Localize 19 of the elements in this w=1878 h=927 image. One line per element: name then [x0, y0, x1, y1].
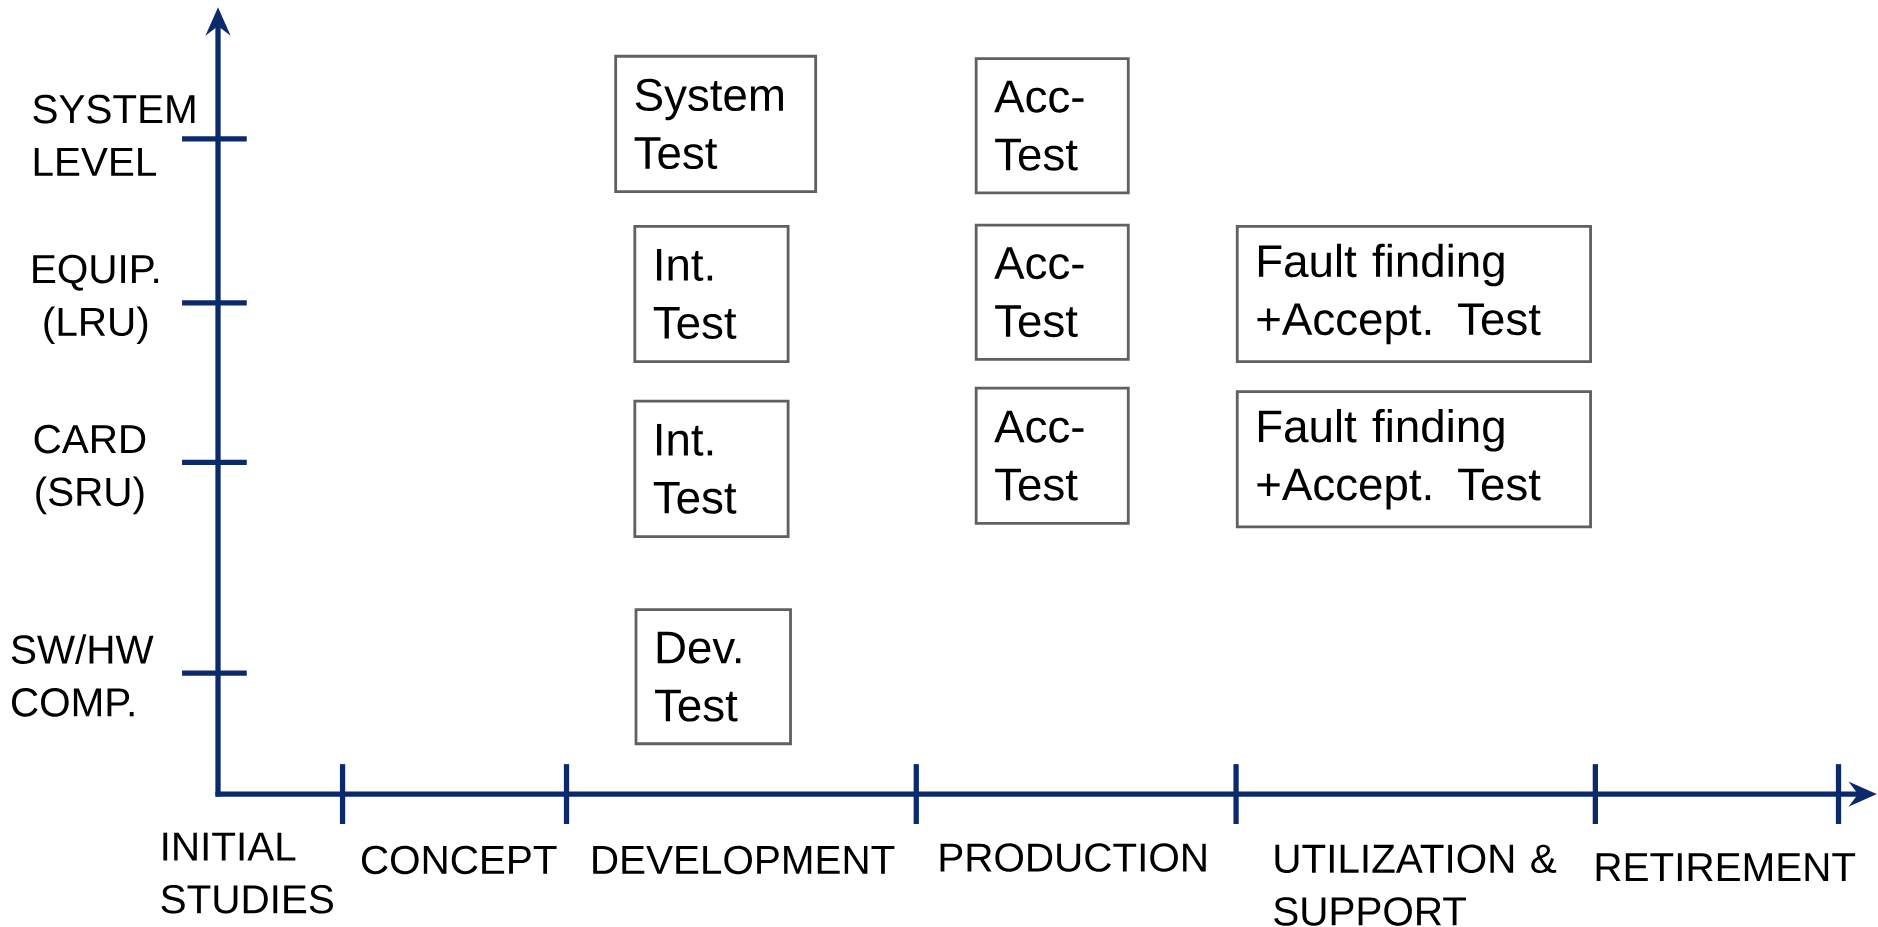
axis-label: SYSTEM LEVEL: [33, 94, 195, 176]
axis-label: UTILIZATION & SUPPORT: [1274, 844, 1557, 926]
axis-label: INITIAL STUDIES: [161, 832, 333, 914]
test-box: Acc-Test: [974, 223, 1130, 361]
test-box: Int. Test: [633, 399, 790, 538]
axis-label: PRODUCTION: [940, 843, 1206, 872]
axis-label: DEVELOPMENT: [593, 845, 895, 875]
axis-label: EQUIP. (LRU): [33, 254, 159, 345]
test-box: Acc-Test: [974, 386, 1130, 525]
axis-label: CONCEPT: [361, 845, 557, 875]
test-box: Int. Test: [633, 224, 790, 364]
test-box: Acc-Test: [974, 57, 1130, 195]
axis-label: SW/HW COMP.: [11, 634, 154, 717]
test-box: Fault finding +Accept. Test: [1235, 390, 1592, 529]
test-box: Dev. Test: [634, 608, 792, 746]
axis-label: CARD (SRU): [34, 424, 146, 515]
test-box: System Test: [614, 54, 818, 193]
test-box: Fault finding +Accept. Test: [1235, 224, 1592, 364]
axis-label: RETIREMENT: [1596, 853, 1856, 882]
